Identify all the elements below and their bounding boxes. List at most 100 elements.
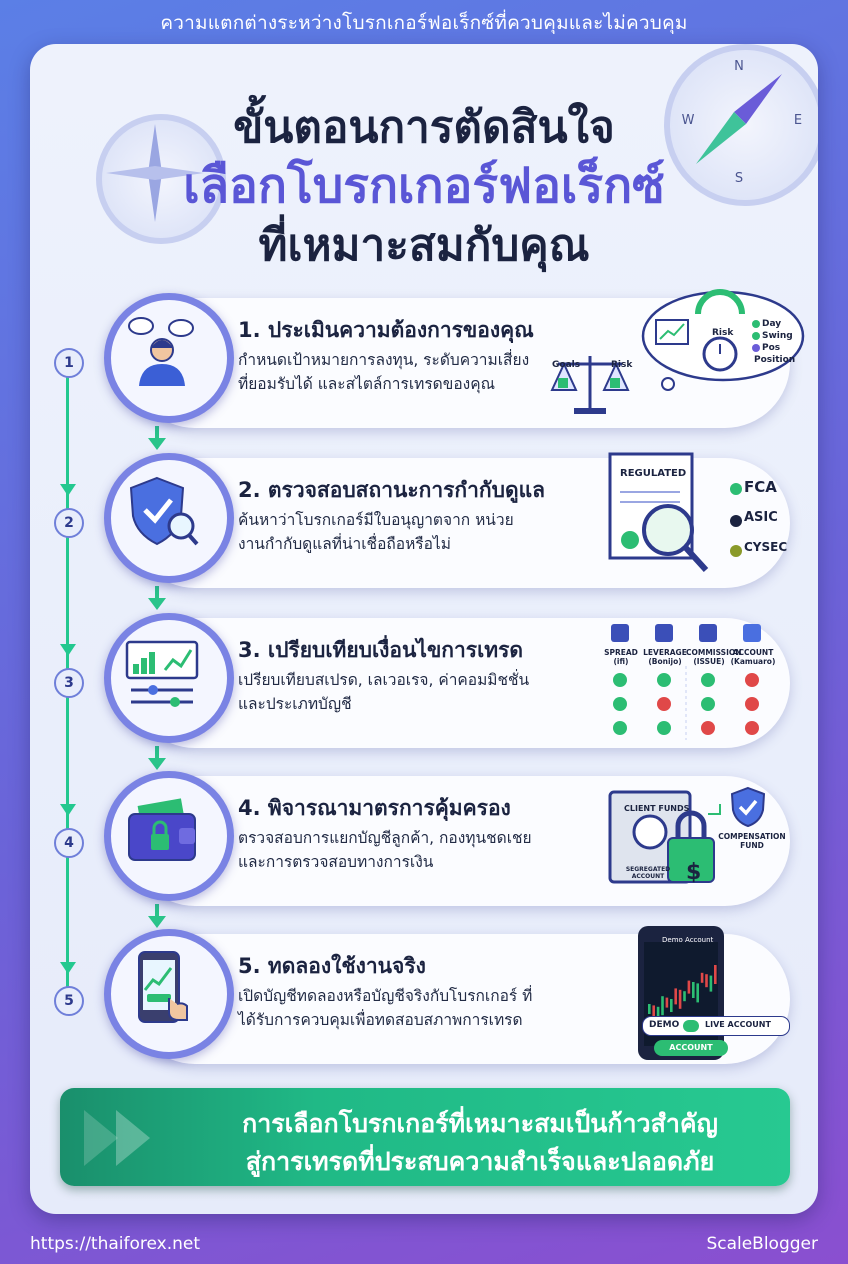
check-icon (701, 697, 715, 711)
rail-arrow-icon (60, 962, 76, 974)
column-commission: COMMISSION (ISSUE) (686, 648, 742, 666)
client-funds-label: CLIENT FUNDS (624, 804, 690, 813)
candlestick (661, 996, 664, 1016)
candlestick (656, 1006, 660, 1023)
chevron-right-icon (84, 1110, 118, 1166)
heading-line-1: ขั้นตอนการตัดสินใจ (233, 102, 615, 153)
column-account: ACCOUNT (Kamuaro) (730, 648, 776, 666)
check-icon (613, 697, 627, 711)
step-4-description: ตรวจสอบการแยกบัญชีลูกค้า, กองทุนชดเชย แล… (238, 829, 532, 871)
regulator-fca: FCA (744, 478, 777, 496)
candlestick (705, 974, 708, 988)
step-3-description: เปรียบเทียบสเปรด, เลเวอเรจ, ค่าคอมมิชชั่… (238, 671, 530, 713)
step-connector-icon (148, 758, 166, 770)
step-connector-icon (148, 916, 166, 928)
regulated-label: REGULATED (620, 468, 687, 479)
rail-number-5: 5 (54, 986, 84, 1016)
infographic-card: N E S W ขั้นตอนการตัดสินใจ เลือกโบรกเกอร… (30, 44, 818, 1214)
shield-check-icon (104, 453, 234, 583)
candlestick (674, 988, 677, 1005)
candlestick (714, 965, 717, 984)
heading-line-2: เลือกโบรกเกอร์ฟอเร็กซ์ (183, 158, 665, 214)
check-icon (613, 721, 627, 735)
check-icon (730, 542, 742, 561)
compass-s: S (735, 171, 743, 186)
check-icon (701, 673, 715, 687)
step-connector-icon (148, 598, 166, 610)
step-card-2: 2. ตรวจสอบสถานะการกำกับดูแล ค้นหาว่าโบรก… (104, 452, 790, 588)
compass-left-icon (96, 114, 226, 244)
rail-number-2: 2 (54, 508, 84, 538)
cross-icon (745, 721, 759, 735)
candlestick (692, 982, 695, 998)
legend-day: Day (762, 319, 782, 329)
toggle-knob (683, 1020, 699, 1032)
safe-lock-icon (608, 790, 738, 894)
candlestick (652, 1005, 655, 1019)
legend-pos: Pos (762, 343, 781, 353)
column-header-icon (743, 624, 761, 642)
risk-gauge-label: Risk (712, 328, 734, 338)
rail-number-4: 4 (54, 828, 84, 858)
dollar-sign: $ (686, 860, 702, 885)
cross-icon (657, 697, 671, 711)
step-5-title: 5. ทดลองใช้งานจริง (238, 954, 426, 978)
balance-scale-icon (550, 350, 630, 424)
footer-brand: ScaleBlogger (706, 1234, 818, 1254)
column-header-icon (655, 624, 673, 642)
phone-trading-icon (104, 929, 234, 1059)
banner-line-2: สู่การเทรดที่ประสบความสำเร็จและปลอดภัย (245, 1147, 715, 1176)
compass-n: N (734, 59, 744, 74)
heading-line-3: ที่เหมาะสมกับคุณ (258, 220, 590, 271)
candlestick (700, 972, 704, 983)
compass-w: W (682, 113, 695, 128)
rail-number-3: 3 (54, 668, 84, 698)
top-title: ความแตกต่างระหว่างโบรกเกอร์ฟอเร็กซ์ที่คว… (160, 12, 688, 34)
step-1-description: กำหนดเป้าหมายการลงทุน, ระดับความเสี่ยงที… (238, 351, 530, 393)
conclusion-banner: การเลือกโบรกเกอร์ที่เหมาะสมเป็นก้าวสำคัญ… (60, 1088, 790, 1186)
rail-arrow-icon (60, 804, 76, 816)
candlestick (678, 989, 682, 1009)
check-icon (613, 673, 627, 687)
candlestick (709, 975, 713, 992)
rail-arrow-icon (60, 484, 76, 496)
candlestick (648, 1004, 651, 1014)
step-card-3: 3. เปรียบเทียบเงื่อนไขการเทรด เปรียบเทีย… (104, 613, 790, 748)
column-spread: SPREAD (ifi) (604, 648, 638, 666)
step-5-description: เปิดบัญชีทดลองหรือบัญชีจริงกับโบรกเกอร์ … (238, 987, 533, 1029)
compensation-shield-icon (728, 786, 768, 832)
live-account-label: LIVE ACCOUNT (705, 1020, 771, 1029)
demo-live-toggle[interactable]: DEMO LIVE ACCOUNT (642, 1016, 790, 1036)
thought-cloud-icon (638, 284, 808, 398)
segregated-label: SEGREGATED ACCOUNT (625, 866, 671, 880)
rail-arrow-icon (60, 644, 76, 656)
footer-url[interactable]: https://thaiforex.net (30, 1234, 201, 1254)
goals-label: Goals (552, 360, 581, 370)
account-button[interactable]: ACCOUNT (654, 1040, 728, 1056)
candlestick (683, 991, 686, 1002)
regulator-asic: ASIC (744, 510, 778, 525)
comparison-table (600, 622, 780, 746)
screen-title: Demo Account (662, 936, 714, 944)
compass-right-icon: N E S W (664, 44, 818, 206)
step-3-title: 3. เปรียบเทียบเงื่อนไขการเทรด (238, 638, 524, 662)
check-icon (657, 673, 671, 687)
wallet-lock-icon (104, 771, 234, 901)
cross-icon (701, 721, 715, 735)
check-icon (730, 512, 742, 531)
step-2-title: 2. ตรวจสอบสถานะการกำกับดูแล (238, 478, 546, 502)
candlestick (687, 980, 691, 994)
step-connector-icon (148, 438, 166, 450)
rail-number-1: 1 (54, 348, 84, 378)
candlestick (670, 999, 673, 1012)
user-thinking-icon (104, 293, 234, 423)
demo-label: DEMO (649, 1020, 680, 1030)
column-header-icon (699, 624, 717, 642)
step-2-description: ค้นหาว่าโบรกเกอร์มีใบอนุญาตจาก หน่วยงานก… (238, 511, 514, 553)
risk-label: Risk (611, 360, 633, 370)
compensation-fund-label: COMPENSATION FUND (718, 832, 786, 850)
regulated-certificate-icon (606, 452, 726, 586)
legend-swing: Swing (762, 331, 793, 341)
candlestick (665, 997, 669, 1008)
cross-icon (745, 673, 759, 687)
